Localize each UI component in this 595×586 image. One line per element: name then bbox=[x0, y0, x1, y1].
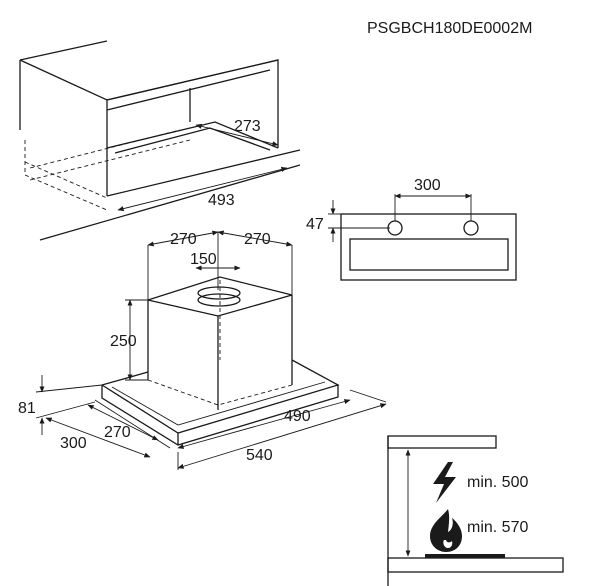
rear-view-drawing: 300 47 bbox=[306, 177, 517, 281]
chimney-height-label: 250 bbox=[110, 333, 137, 350]
flame-icon bbox=[430, 509, 462, 552]
clearance-drawing: min. 500 min. 570 bbox=[387, 435, 564, 586]
cabinet-width-label: 493 bbox=[208, 192, 235, 209]
left-offset-label: 270 bbox=[170, 231, 197, 248]
hole-spacing-label: 300 bbox=[414, 177, 441, 194]
body-height-label: 81 bbox=[18, 400, 36, 417]
inner-width-label: 490 bbox=[284, 408, 311, 425]
cabinet-drawing: 273 493 bbox=[19, 40, 301, 241]
hole-height-label: 47 bbox=[306, 216, 324, 233]
gas-clearance-label: min. 570 bbox=[467, 519, 528, 536]
cabinet-depth-label: 273 bbox=[234, 118, 261, 135]
model-code: PSGBCH180DE0002M bbox=[367, 20, 532, 37]
outer-width-label: 540 bbox=[246, 447, 273, 464]
electric-clearance-label: min. 500 bbox=[467, 474, 528, 491]
right-offset-label: 270 bbox=[244, 231, 271, 248]
front-depth-label: 300 bbox=[60, 435, 87, 452]
lightning-icon bbox=[433, 462, 456, 503]
side-depth-label: 270 bbox=[104, 424, 131, 441]
hood-drawing: 270 270 150 250 81 300 270 490 540 bbox=[18, 230, 387, 470]
duct-diameter-label: 150 bbox=[190, 251, 217, 268]
